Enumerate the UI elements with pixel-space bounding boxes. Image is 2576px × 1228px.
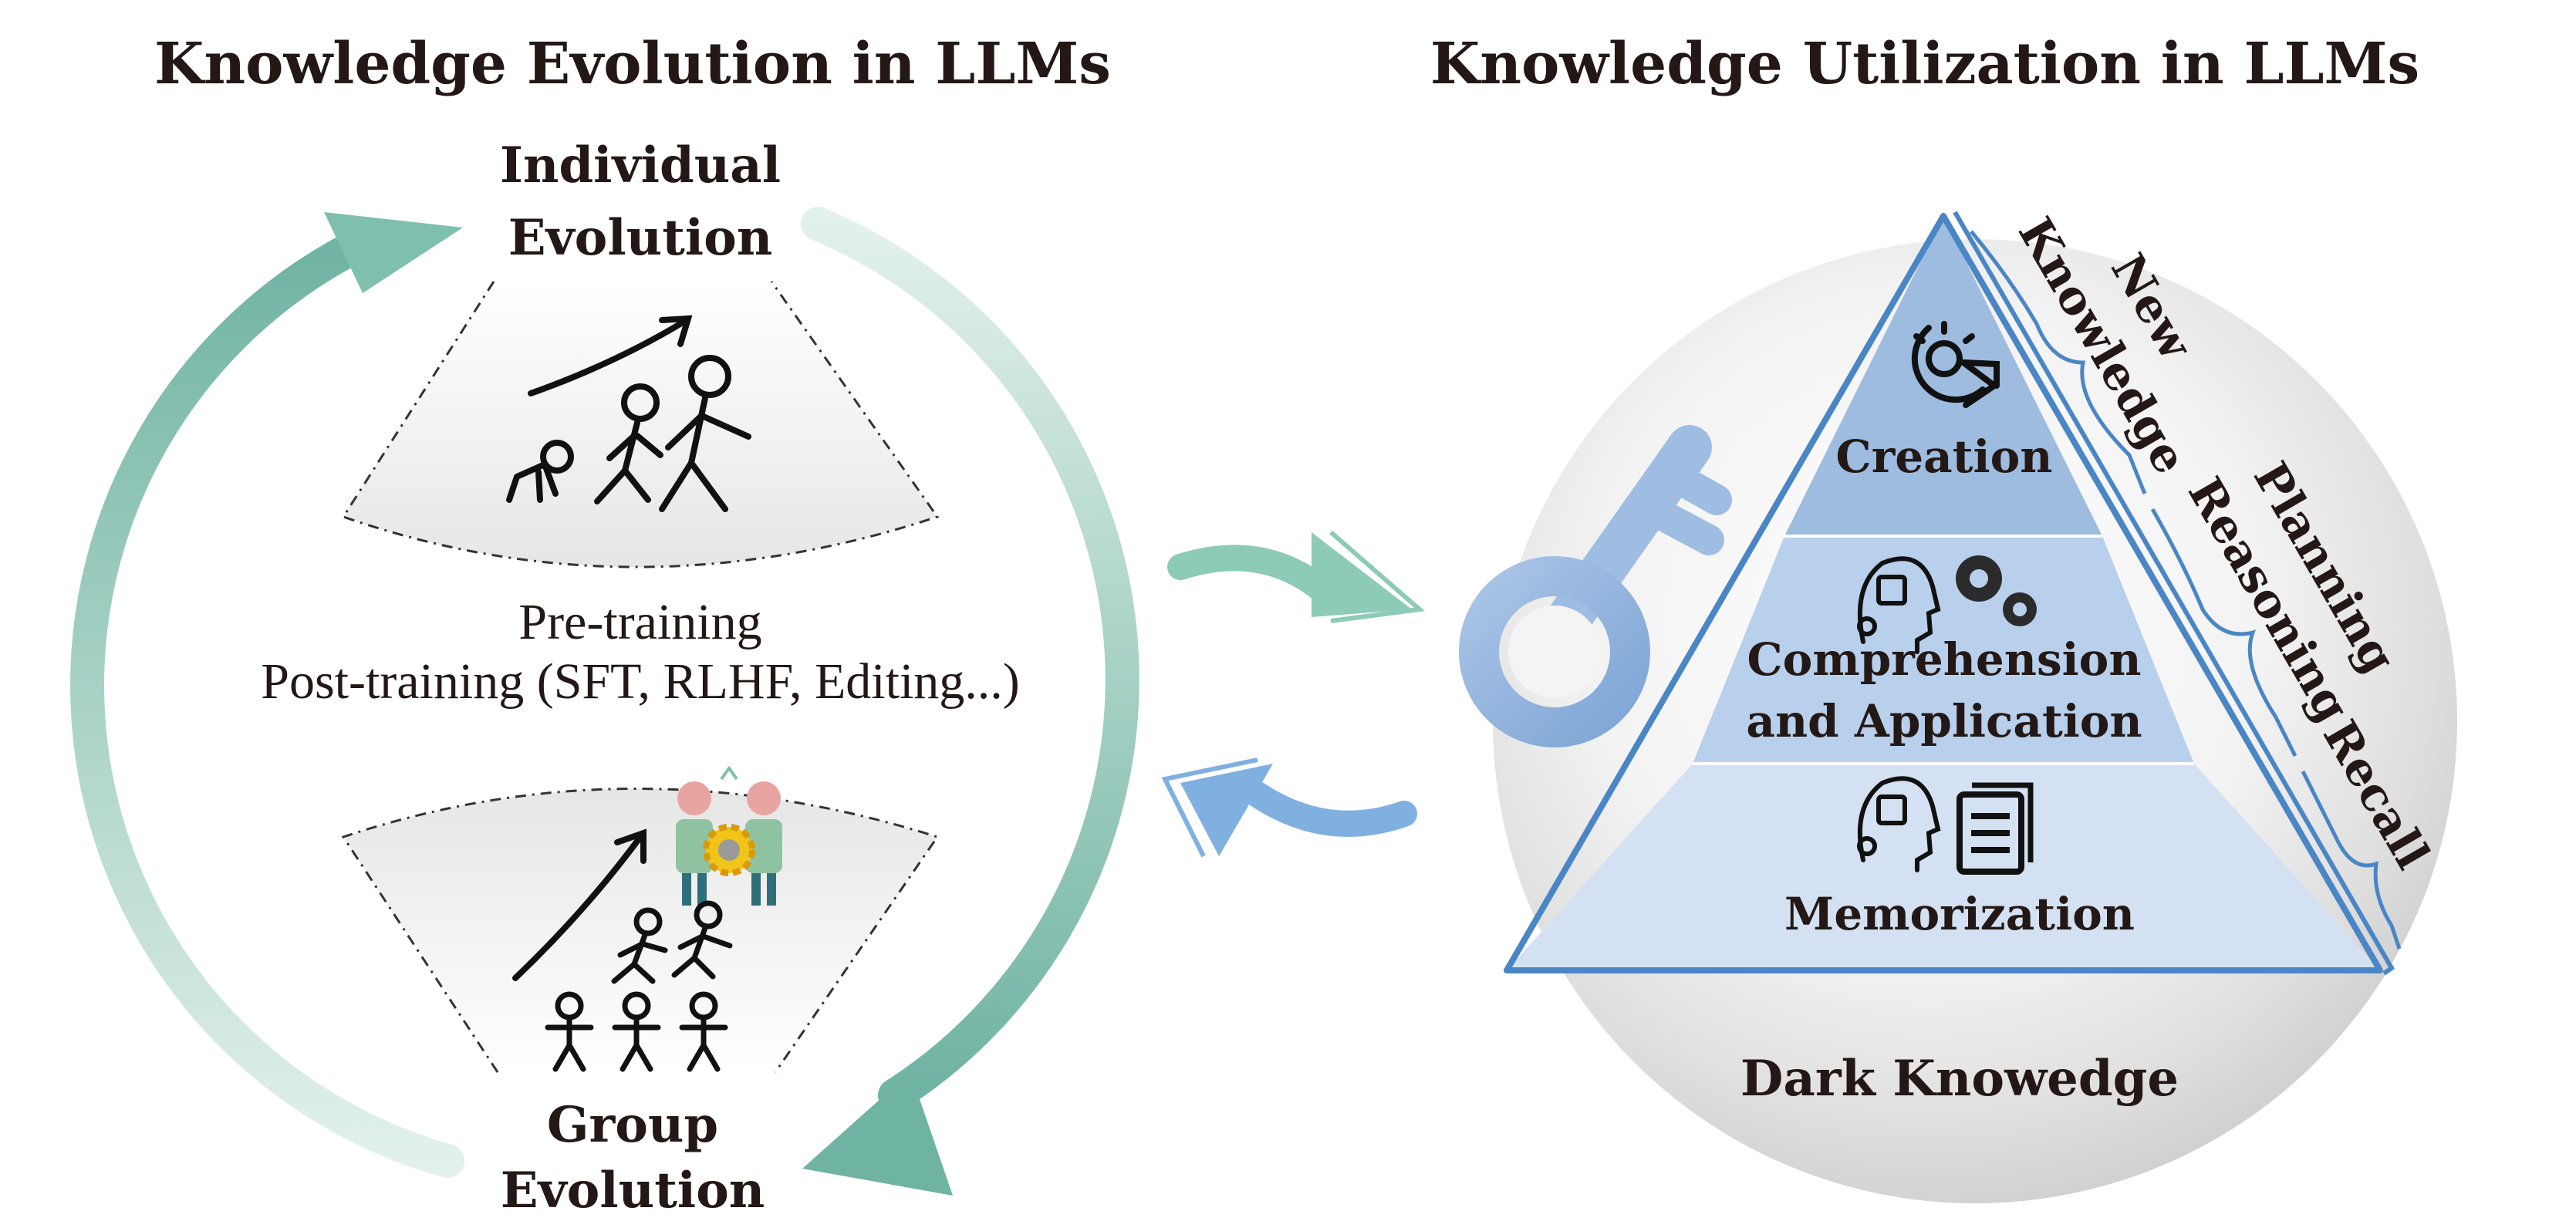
tier-label-memorization: Memorization — [1784, 888, 2135, 940]
group-label-2: Evolution — [501, 1162, 765, 1220]
right-title: Knowledge Utilization in LLMs — [1430, 31, 2419, 97]
method-posttraining: Post-training (SFT, RLHF, Editing...) — [261, 653, 1020, 710]
tier-label-comprehension-2: and Application — [1746, 695, 2142, 747]
pyramid-tier-comprehension — [1693, 536, 2194, 764]
individual-label-2: Evolution — [508, 209, 773, 267]
pyramid-tier-memorization — [1507, 764, 2380, 970]
tier-label-creation: Creation — [1836, 430, 2053, 483]
team-gear-icon — [676, 765, 782, 906]
cycle-arc-right — [801, 207, 1139, 1112]
method-pretraining: Pre-training — [518, 594, 761, 650]
ai-head-icon — [1857, 556, 1941, 654]
evolution-cycle — [70, 207, 1139, 1196]
running-people-icon — [611, 900, 733, 984]
gears-icon — [1956, 555, 2037, 626]
side-braces — [1970, 230, 2402, 950]
creation-icon — [1911, 321, 2000, 408]
cycle-arrowhead-top — [324, 212, 463, 293]
tier-label-comprehension-1: Comprehension — [1747, 633, 2141, 686]
arrow-to-utilization — [1167, 530, 1426, 623]
human-growth-icon — [506, 355, 751, 512]
growth-arrow-icon — [528, 315, 693, 396]
cycle-arc-left — [70, 222, 464, 1178]
group-label-1: Group — [547, 1096, 718, 1154]
key-icon — [1459, 425, 1732, 747]
group-people-icon — [545, 991, 728, 1072]
group-growth-arrow-icon — [512, 828, 647, 981]
individual-label-1: Individual — [500, 137, 781, 194]
dark-knowledge-label: Dark Knowedge — [1740, 1050, 2179, 1108]
arrow-to-evolution — [1161, 757, 1417, 858]
cycle-arrowhead-bottom — [802, 1072, 953, 1196]
document-icon — [1956, 782, 2034, 875]
ai-head-icon-memory — [1857, 776, 1941, 872]
group-evolution-panel — [341, 765, 940, 1073]
individual-evolution-panel — [341, 281, 940, 568]
left-title: Knowledge Evolution in LLMs — [154, 31, 1111, 97]
